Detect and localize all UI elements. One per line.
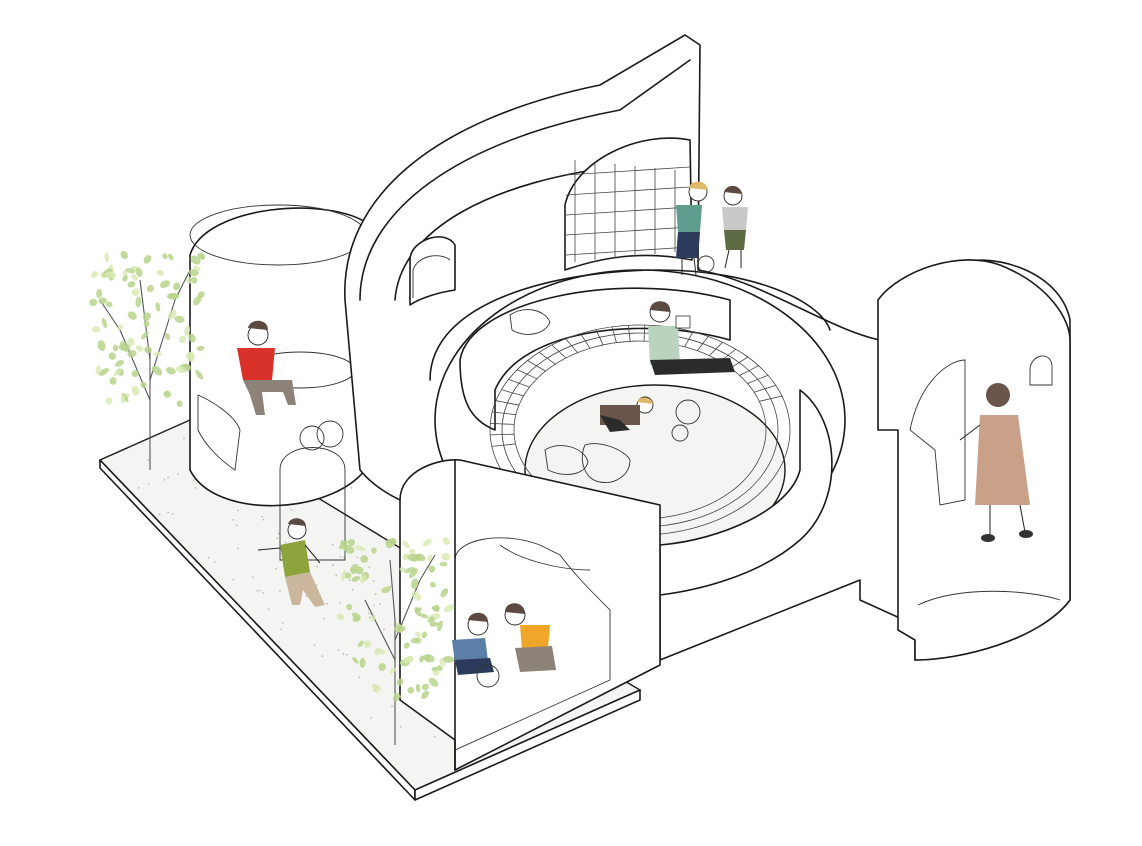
tree-left (89, 250, 206, 470)
arched-bookshelf-window (564, 137, 693, 271)
tree-front (336, 537, 455, 745)
child-figure-icon (722, 185, 748, 269)
tree-icon (89, 250, 206, 470)
child-figure-icon (676, 181, 708, 276)
balls-in-pit (671, 399, 701, 442)
child-figure-icon (452, 612, 494, 675)
right-tower (877, 259, 1071, 661)
ball-icon (671, 424, 689, 442)
child-kneeling-orange-shirt (504, 603, 556, 672)
front-alcove-wall (399, 459, 661, 771)
adult-figure-icon (648, 301, 735, 375)
cushion-icon (544, 445, 589, 475)
child-lying-brown (600, 396, 654, 432)
adult-standing-tan-dress (959, 383, 1033, 542)
child-figure-icon (600, 396, 654, 432)
tree-icon (336, 537, 455, 745)
adult-figure-icon (959, 383, 1033, 542)
child-figure-icon (237, 320, 296, 415)
small-arched-window (409, 236, 456, 306)
cushion-icon (509, 309, 551, 335)
adult-reading-mint-shirt (648, 301, 735, 375)
child-sitting-red-shirt (237, 320, 296, 415)
ball-icon (476, 664, 500, 688)
child-figure-icon (504, 603, 556, 672)
child-kneeling-blue-shirt (452, 612, 494, 675)
cushions-in-pit (509, 309, 631, 483)
child-figure-icon (257, 518, 325, 607)
ball-icon (675, 399, 701, 425)
child-standing-grey-shirt (722, 185, 748, 269)
ball-icon (697, 255, 715, 273)
child-crawling-green-shirt (257, 518, 325, 607)
child-standing-teal-shirt (676, 181, 708, 276)
